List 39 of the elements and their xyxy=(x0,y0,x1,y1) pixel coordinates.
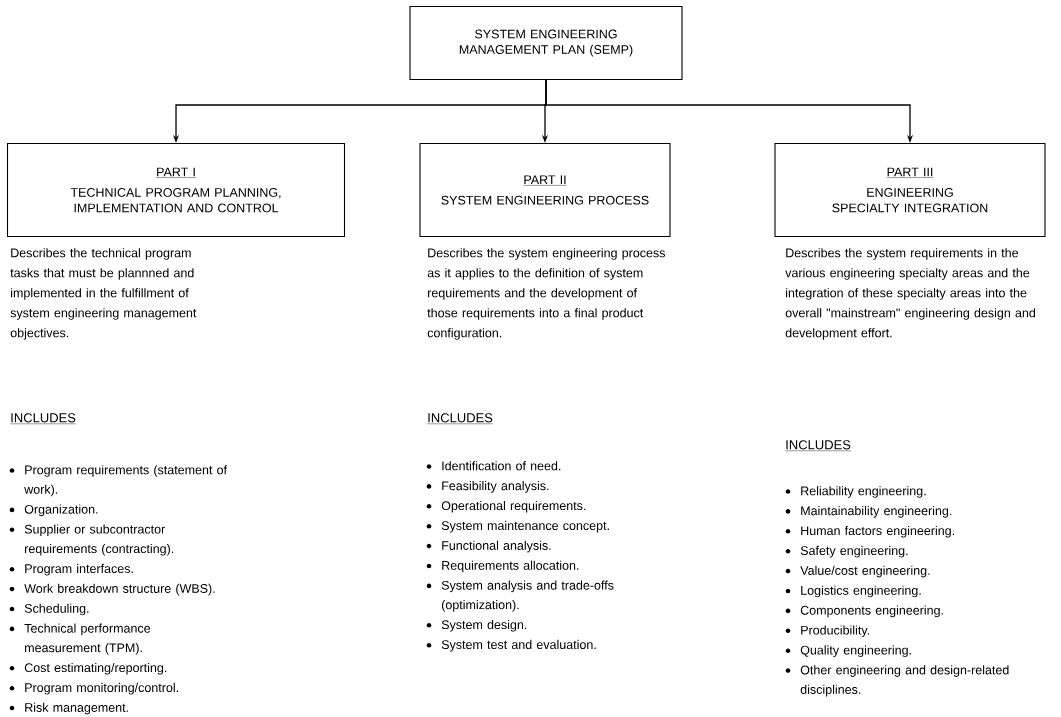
list-item: Scheduling. xyxy=(9,603,89,616)
list-item: Maintainability engineering. xyxy=(785,506,952,518)
part-box: PART III ENGINEERING SPECIALTY INTEGRATION xyxy=(774,142,1046,238)
list-item: Quality engineering. xyxy=(785,645,911,657)
list-item: System test and evaluation. xyxy=(426,639,596,652)
includes-heading: INCLUDES xyxy=(427,413,494,424)
list-item: Organization. xyxy=(9,504,98,517)
description-text: Describes the technical program tasks that must be plannned and implemented in the fulfillment of system engineering management objectives. xyxy=(10,248,197,340)
list-item: Program monitoring/control. xyxy=(9,682,178,695)
list-item: Safety engineering. xyxy=(785,545,908,558)
list-item: Functional analysis. xyxy=(426,540,551,553)
part-box: PART II SYSTEM ENGINEERING PROCESS xyxy=(419,142,671,238)
includes-heading: INCLUDES xyxy=(10,413,77,424)
list-item: System analysis and trade-offs (optimization). xyxy=(426,580,614,612)
list-item: System maintenance concept. xyxy=(426,520,609,533)
includes-heading: INCLUDES xyxy=(785,440,852,451)
list-item: Requirements allocation. xyxy=(426,560,579,573)
list-item: Reliability engineering. xyxy=(785,486,926,498)
plan-box: SYSTEM ENGINEERING MANAGEMENT PLAN (SEMP) xyxy=(409,5,683,81)
list-item: Components engineering. xyxy=(785,605,943,618)
list-item: Producibility. xyxy=(785,625,869,638)
list-item: Program interfaces. xyxy=(9,563,133,576)
list-item: Operational requirements. xyxy=(426,500,586,513)
list-item: Feasibility analysis. xyxy=(426,481,549,493)
part-box: PART I TECHNICAL PROGRAM PLANNING, IMPLEMENTATION AND CONTROL xyxy=(6,142,346,238)
list-item: Cost estimating/reporting. xyxy=(9,662,167,675)
list-item: Risk management. xyxy=(9,702,128,715)
list-item: System design. xyxy=(426,619,527,632)
list-item: Identification of need. xyxy=(426,461,561,471)
list-item: Supplier or subcontractor requirements (contracting). xyxy=(9,524,174,556)
description-text: Describes the system engineering process as it applies to the definition of system requirements and the development of those requirements into a final product configuration. xyxy=(427,248,665,340)
list-item: Human factors engineering. xyxy=(785,525,954,538)
description-text: Describes the system requirements in the various engineering specialty areas and the integration of these specialty areas into the overall "mainstream" engineering design and development effort. xyxy=(785,248,1035,340)
list-item: Logistics engineering. xyxy=(785,585,921,598)
list-item: Other engineering and design-related disciplines. xyxy=(785,665,1009,697)
list-item: Program requirements (statement of work). xyxy=(9,465,228,497)
list-item: Value/cost engineering. xyxy=(785,565,930,578)
list-item: Work breakdown structure (WBS). xyxy=(9,583,215,596)
list-item: Technical performance measurement (TPM). xyxy=(9,623,151,655)
